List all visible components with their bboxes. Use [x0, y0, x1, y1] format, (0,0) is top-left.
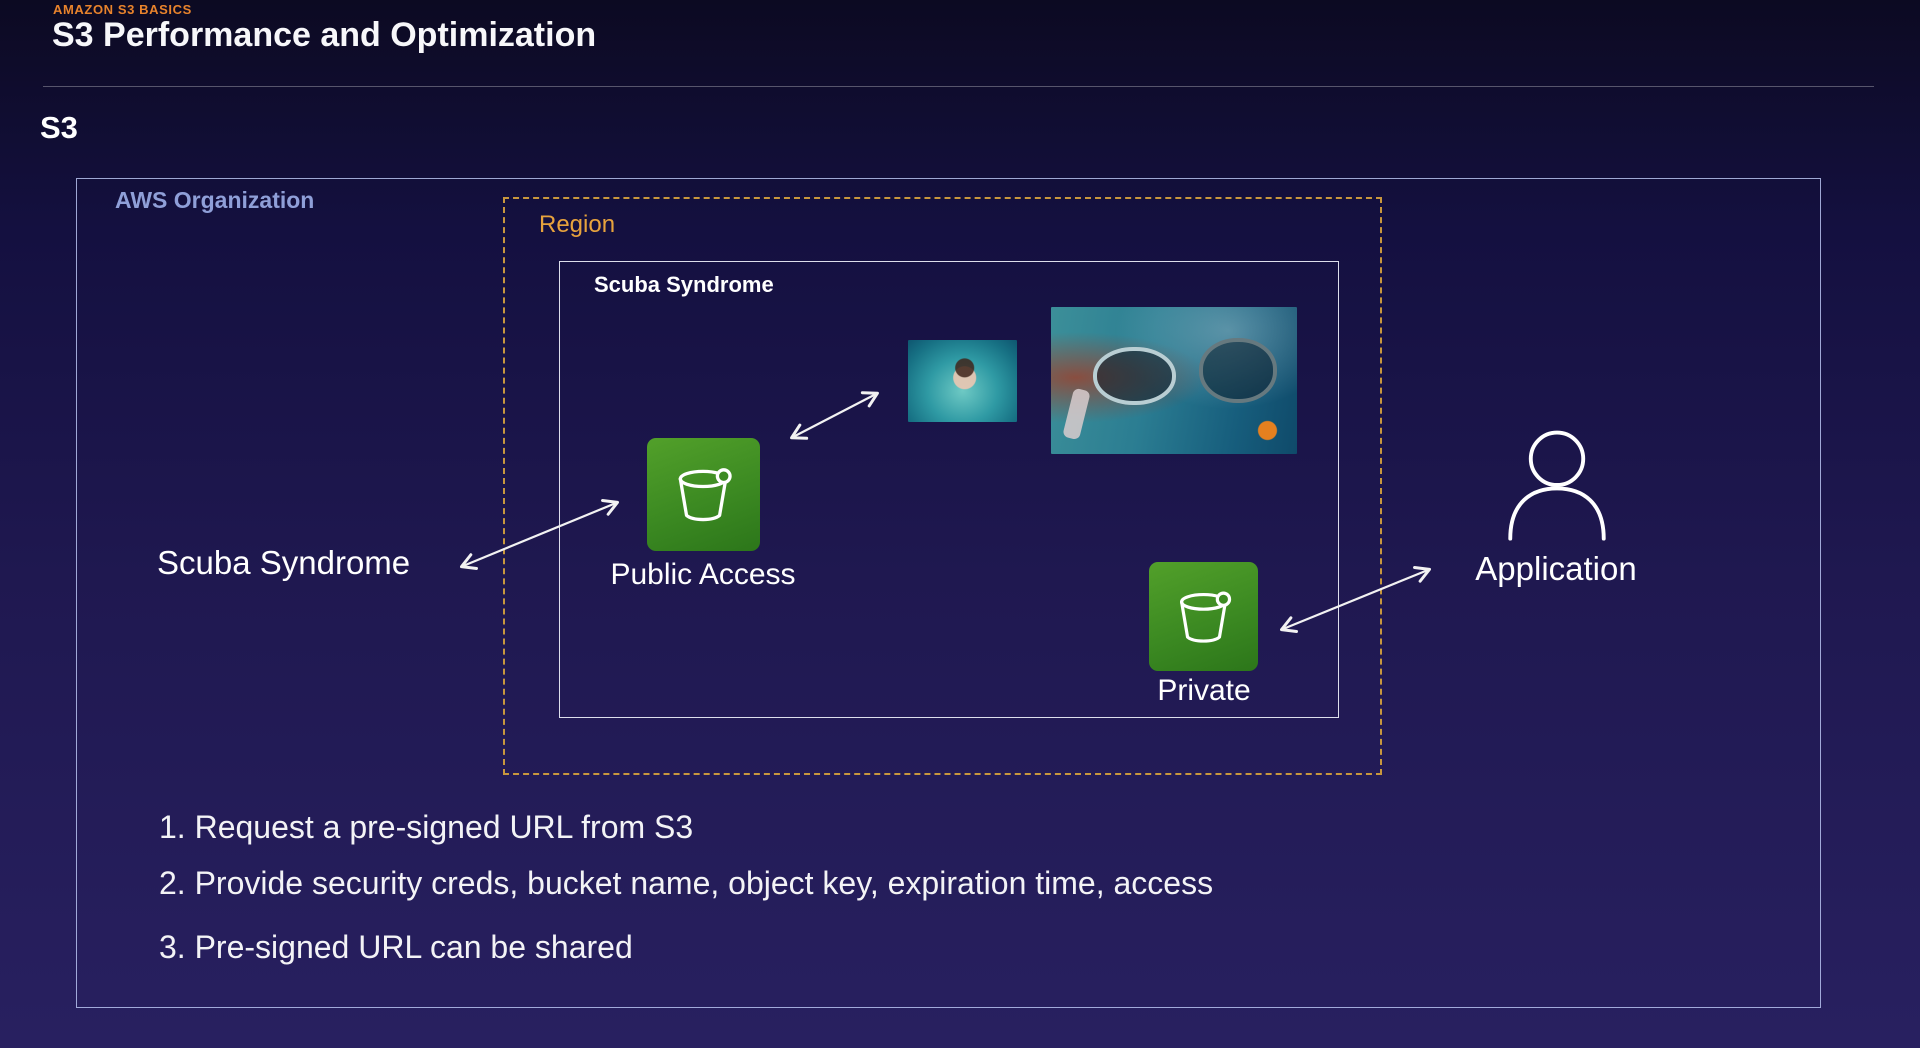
page-title: S3 Performance and Optimization — [52, 16, 597, 54]
private-bucket-label: Private — [1157, 674, 1251, 707]
public-bucket-icon-tile — [647, 438, 760, 551]
step-item: 1. Request a pre-signed URL from S3 — [159, 809, 694, 845]
step-item: 2. Provide security creds, bucket name, … — [159, 865, 1214, 901]
dive-mask-shape — [1092, 346, 1177, 406]
private-bucket-icon-tile — [1149, 562, 1258, 671]
region-label: Region — [539, 211, 616, 238]
region-box: Region Scuba Syndrome — [503, 197, 1382, 775]
aws-organization-label: AWS Organization — [115, 187, 315, 213]
header-divider — [43, 86, 1874, 87]
external-scuba-syndrome-label: Scuba Syndrome — [157, 544, 411, 581]
section-title: S3 — [40, 110, 78, 145]
application-label: Application — [1475, 550, 1637, 587]
aws-organization-box: AWS Organization Region Scuba Syndrome — [76, 178, 1821, 1008]
scuba-syndrome-box: Scuba Syndrome Public Access — [559, 261, 1339, 718]
s3-bucket-icon — [1179, 591, 1232, 643]
public-bucket-label: Public Access — [610, 558, 796, 591]
underwater-photo-divers — [1051, 307, 1297, 454]
s3-bucket-icon — [679, 468, 733, 522]
eyebrow-label: AMAZON S3 BASICS — [53, 2, 192, 17]
underwater-photo-child — [908, 340, 1017, 422]
snorkel-shape — [1062, 387, 1092, 441]
user-icon — [1500, 428, 1614, 542]
dive-mask-shape — [1198, 337, 1278, 403]
step-item: 3. Pre-signed URL can be shared — [159, 929, 633, 965]
scuba-syndrome-box-label: Scuba Syndrome — [594, 272, 774, 297]
